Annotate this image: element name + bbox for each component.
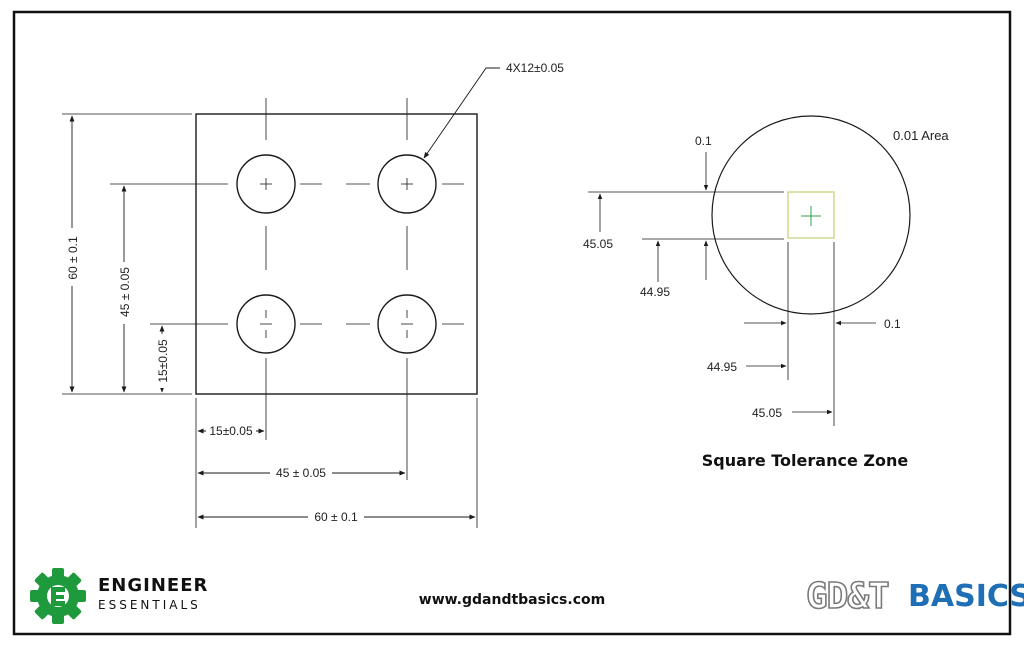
page-frame [12,10,1012,636]
dim-text-height-total: 60 ± 0.1 [66,236,80,280]
gear-icon [30,568,86,624]
dim-text-width-total: 60 ± 0.1 [314,510,358,524]
hole-bottom-right [377,294,437,354]
dim-text-height-lower: 15±0.05 [156,339,170,383]
dim-text-width-left: 15±0.05 [209,424,253,438]
upper-x-label: 45.05 [752,406,782,420]
engineer-essentials-logo: ENGINEER ESSENTIALS [30,568,208,624]
centerlines [110,98,464,480]
square-tolerance-zone [787,191,835,239]
hole-callout-text: 4X12±0.05 [506,61,564,75]
dimension-lines [69,67,500,520]
hole-leader [423,67,500,159]
dim-text-height-upper: 45 ± 0.05 [118,267,132,317]
horizontal-gap-label: 0.1 [884,317,901,331]
tolerance-zone-diagram [588,115,911,426]
tolerance-zone-text: 0.01 Area 0.1 45.05 44.95 0.1 44.95 45.0… [583,128,949,470]
brand-line1: ENGINEER [98,575,208,596]
lower-x-label: 44.95 [707,360,737,374]
center-cross-icon [801,206,821,226]
gdt-basics-logo: GD&T BASICS [805,575,1024,618]
plate-dimension-text: 4X12±0.05 60 ± 0.1 45 ± 0.05 15±0.05 15±… [64,61,564,524]
plate-outline [195,113,478,395]
hole-top-left [236,154,296,214]
website-link[interactable]: www.gdandtbasics.com [419,592,605,608]
dim-text-width-right: 45 ± 0.05 [276,466,326,480]
brand-line2: ESSENTIALS [98,598,201,612]
hole-bottom-left [236,294,296,354]
extension-lines [62,113,478,528]
circular-tolerance-zone [711,115,911,315]
upper-y-label: 45.05 [583,237,613,251]
hole-top-right [377,154,437,214]
area-label: 0.01 Area [893,128,949,143]
tolerance-zone-caption: Square Tolerance Zone [702,451,909,470]
lower-y-label: 44.95 [640,285,670,299]
vertical-gap-label: 0.1 [695,134,712,148]
logo-basics-text: BASICS [908,579,1024,614]
logo-gdt-text: GD&T [806,576,889,617]
